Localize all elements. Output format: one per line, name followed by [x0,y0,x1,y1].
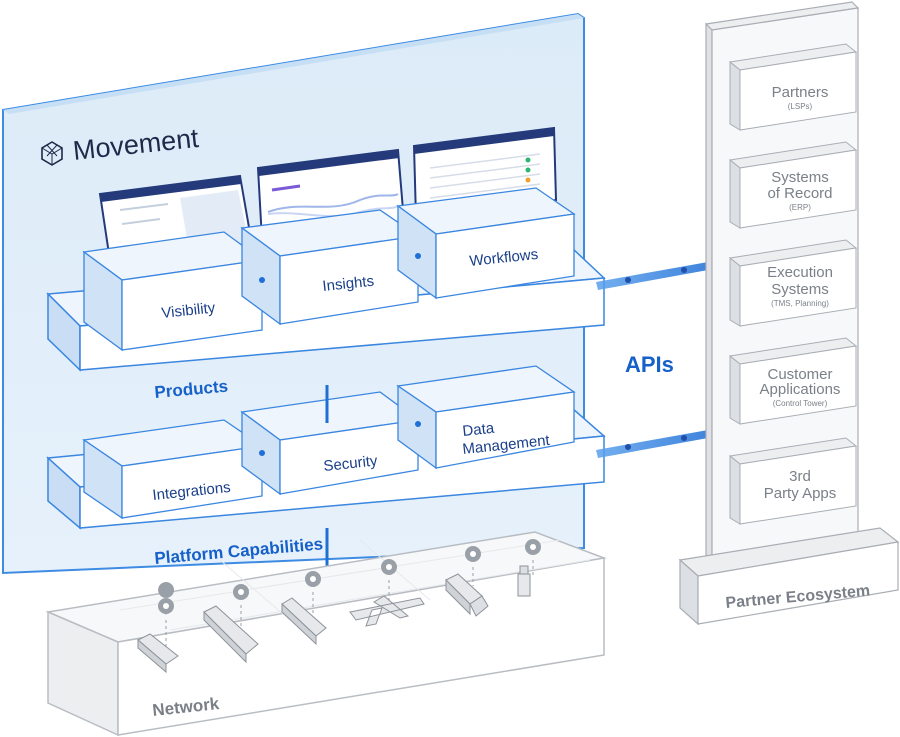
cargo-ship-icon [203,584,259,664]
data-label: Data [462,420,496,440]
train-icon [281,571,327,646]
airplane-icon [349,559,425,627]
partner-card-partners [728,43,858,131]
partner-card-systems-of-record [728,141,858,229]
truck-icon [445,546,489,617]
partner-3-sub: (TMS, Planning) [771,299,829,308]
insights-label: Insights [322,273,375,295]
module-data-management [396,365,576,470]
partner-4-title-line1: Customer [767,366,832,383]
security-label: Security [323,452,379,475]
cube-logo-icon [41,141,63,166]
partner-2-title-line1: Systems [771,169,829,186]
partner-4-sub: (Control Tower) [773,399,828,408]
partner-1-title: Partners [772,84,829,101]
module-integrations [82,419,264,520]
partner-ecosystem-base [678,527,900,626]
api-connector-platform [596,430,708,458]
warehouse-robot-icon [517,539,541,597]
partner-1-sub: (LSPs) [788,102,813,111]
partner-2-sub: (ERP) [789,203,811,212]
visibility-label: Visibility [161,299,217,322]
api-connector-products [596,262,708,290]
module-insights [240,209,420,326]
partner-3-title-line1: Execution [767,264,833,281]
partner-3-title-line2: Systems [771,281,829,298]
partner-5-title-line2: Party Apps [764,485,837,502]
partner-4-title-line2: Applications [760,381,841,398]
container-icon [137,582,179,674]
partner-card-3rd-party-apps [728,437,858,525]
apis-label: APIs [625,352,674,377]
partner-card-execution-systems [728,239,858,327]
module-workflows [396,187,576,300]
partner-card-customer-applications [728,337,858,425]
partner-5-title-line1: 3rd [789,468,811,485]
module-visibility [82,231,264,352]
partner-2-title-line2: of Record [767,185,832,202]
